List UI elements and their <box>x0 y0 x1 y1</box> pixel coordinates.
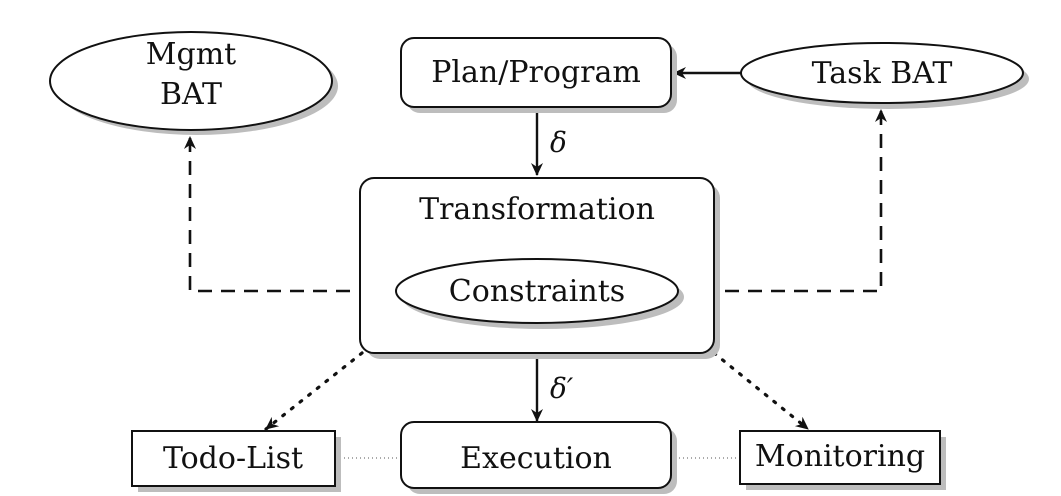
task-bat-label: Task BAT <box>812 56 953 91</box>
transformation-label: Transformation <box>419 192 655 227</box>
node-todo-list: Todo-List <box>131 430 341 492</box>
edge-constraints-to-mgmt-bat <box>184 136 396 293</box>
mgmt-bat-label-line1: Mgmt <box>146 37 236 72</box>
node-plan-program: Plan/Program <box>400 37 677 113</box>
delta-prime-label: δ′ <box>550 372 574 405</box>
edge-transformation-to-todo-list <box>264 351 364 431</box>
mgmt-bat-label-line2: BAT <box>160 77 222 112</box>
node-constraints: Constraints <box>395 258 684 329</box>
delta-label: δ <box>550 126 567 159</box>
monitoring-label: Monitoring <box>755 439 925 474</box>
plan-program-label: Plan/Program <box>431 55 641 90</box>
node-mgmt-bat: Mgmt BAT <box>49 31 338 135</box>
edges <box>184 67 887 459</box>
node-task-bat: Task BAT <box>740 42 1029 109</box>
edge-constraints-to-task-bat <box>679 109 887 293</box>
execution-label: Execution <box>460 441 612 476</box>
todo-list-label: Todo-List <box>163 441 303 476</box>
edge-transformation-to-monitoring <box>712 351 810 431</box>
node-monitoring: Monitoring <box>739 430 946 490</box>
node-execution: Execution <box>400 421 677 494</box>
constraints-label: Constraints <box>449 274 625 309</box>
